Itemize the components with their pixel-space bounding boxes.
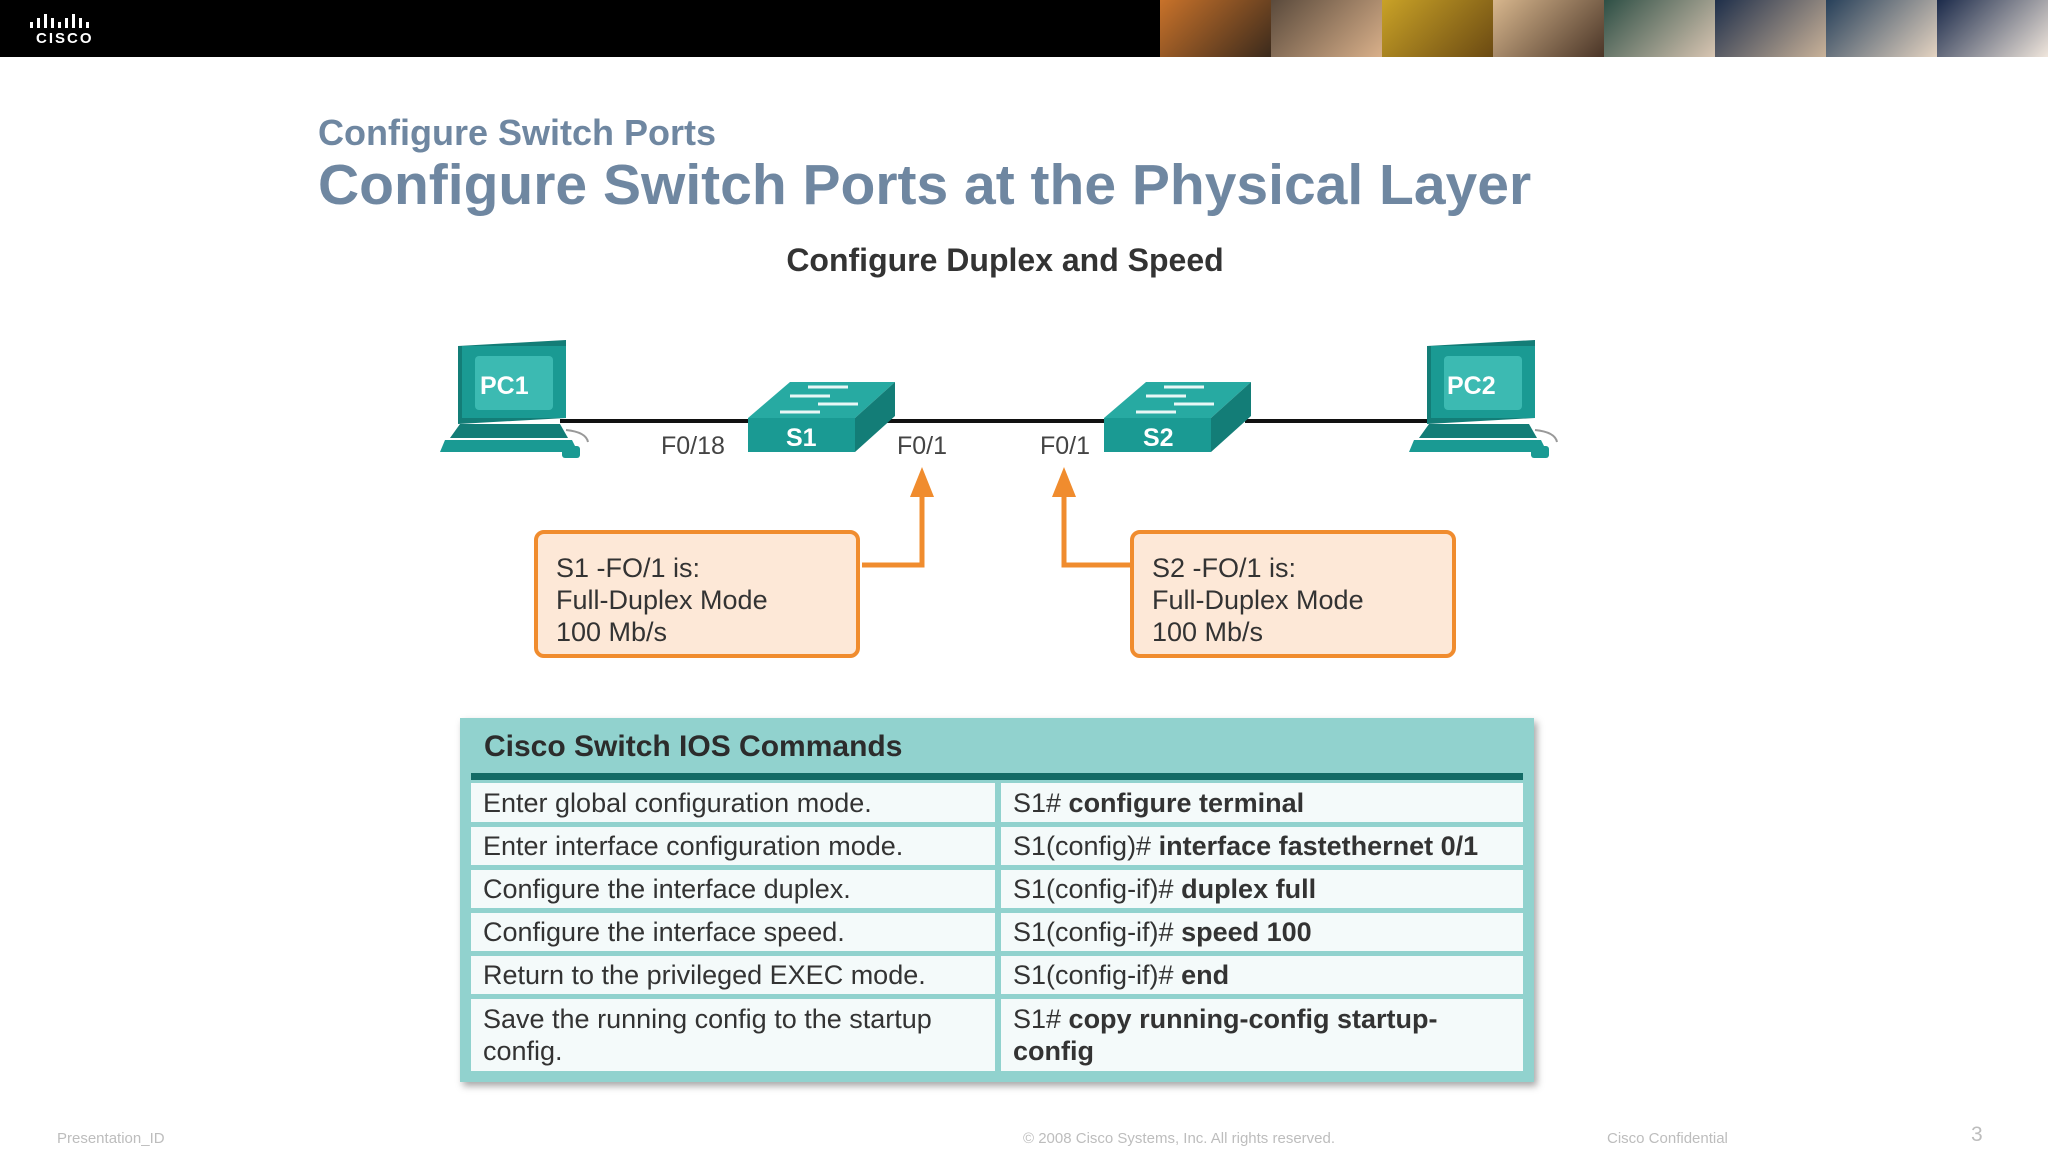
command-text: configure terminal	[1068, 787, 1305, 818]
table-heading: Cisco Switch IOS Commands	[484, 730, 903, 763]
command-prompt: S1#	[1013, 787, 1069, 818]
switch-s2-icon	[1104, 382, 1251, 452]
row-description: Save the running config to the startup c…	[471, 999, 995, 1071]
table-row: Configure the interface duplex. S1(confi…	[471, 870, 1523, 908]
pc1-label: PC1	[480, 372, 529, 400]
row-description: Enter global configuration mode.	[471, 783, 995, 822]
command-text: end	[1181, 960, 1230, 990]
table-row: Enter interface configuration mode. S1(c…	[471, 827, 1523, 865]
footer-confidential: Cisco Confidential	[1607, 1130, 1728, 1147]
callout-s1-line: Full-Duplex Mode	[556, 585, 768, 615]
command-text: copy running-config startup-config	[1013, 1004, 1438, 1066]
cisco-logo-text: CISCO	[36, 30, 94, 47]
cisco-logo-icon	[30, 14, 89, 28]
port-label-s1-f018: F0/18	[661, 432, 725, 460]
callout-s2-line: S2 -FO/1 is:	[1152, 553, 1297, 583]
table-row: Configure the interface speed. S1(config…	[471, 913, 1523, 951]
command-text: speed 100	[1181, 917, 1312, 947]
command-text: interface fastethernet 0/1	[1158, 831, 1479, 861]
banner-photo	[1715, 0, 1826, 57]
table-row: Enter global configuration mode. S1# con…	[471, 783, 1523, 822]
row-description: Configure the interface speed.	[471, 913, 995, 951]
table-row: Return to the privileged EXEC mode. S1(c…	[471, 956, 1523, 994]
row-description: Return to the privileged EXEC mode.	[471, 956, 995, 994]
footer-copyright: © 2008 Cisco Systems, Inc. All rights re…	[1023, 1130, 1336, 1147]
pc2-label: PC2	[1447, 372, 1496, 400]
banner-photo	[1382, 0, 1493, 57]
arrow-s1-callout	[862, 492, 925, 568]
table-body: Enter global configuration mode. S1# con…	[471, 783, 1523, 1076]
row-command-cell: S1(config-if)# end	[1001, 956, 1523, 994]
callout-s1-line: S1 -FO/1 is:	[556, 553, 701, 583]
row-description: Enter interface configuration mode.	[471, 827, 995, 865]
callout-s2-line: Full-Duplex Mode	[1152, 585, 1364, 615]
command-prompt: S1(config-if)#	[1013, 874, 1182, 904]
command-prompt: S1#	[1013, 1004, 1069, 1034]
row-command-cell: S1# copy running-config startup-config	[1001, 999, 1523, 1071]
pc1-icon	[440, 340, 589, 458]
callout-s1-line: 100 Mb/s	[556, 617, 668, 647]
row-command-cell: S1# configure terminal	[1001, 783, 1523, 822]
command-prompt: S1(config-if)#	[1013, 960, 1182, 990]
command-prompt: S1(config)#	[1013, 831, 1159, 861]
banner-photo-strip	[1160, 0, 2048, 57]
callout-s2: S2 -FO/1 is: Full-Duplex Mode 100 Mb/s	[1130, 530, 1456, 658]
banner-photo	[1937, 0, 2048, 57]
callout-s1: S1 -FO/1 is: Full-Duplex Mode 100 Mb/s	[534, 530, 860, 658]
figure-title: Configure Duplex and Speed	[786, 242, 1224, 278]
arrowhead-s1	[910, 467, 934, 497]
switch-s2-label: S2	[1143, 424, 1174, 452]
banner-photo	[1493, 0, 1604, 57]
port-label-s2-f01: F0/1	[1040, 432, 1090, 460]
arrowhead-s2	[1052, 467, 1076, 497]
table-row: Save the running config to the startup c…	[471, 999, 1523, 1071]
port-label-s1-f01: F0/1	[897, 432, 947, 460]
callout-s2-line: 100 Mb/s	[1152, 617, 1264, 647]
banner-photo	[1826, 0, 1937, 57]
pc2-icon	[1409, 340, 1558, 458]
top-banner: CISCO	[0, 0, 2048, 57]
row-command-cell: S1(config)# interface fastethernet 0/1	[1001, 827, 1523, 865]
switch-s1-icon	[748, 382, 895, 452]
banner-photo	[1160, 0, 1271, 57]
page-number: 3	[1971, 1123, 1983, 1146]
table-divider	[471, 773, 1523, 780]
banner-photo	[1271, 0, 1382, 57]
arrow-s2-callout	[1061, 492, 1130, 568]
ios-commands-table: Cisco Switch IOS Commands Enter global c…	[460, 718, 1534, 1082]
row-command-cell: S1(config-if)# duplex full	[1001, 870, 1523, 908]
row-description: Configure the interface duplex.	[471, 870, 995, 908]
command-text: duplex full	[1181, 874, 1317, 904]
banner-photo	[1604, 0, 1715, 57]
row-command-cell: S1(config-if)# speed 100	[1001, 913, 1523, 951]
slide-subtitle: Configure Switch Ports	[318, 112, 717, 153]
command-prompt: S1(config-if)#	[1013, 917, 1182, 947]
slide-title: Configure Switch Ports at the Physical L…	[318, 153, 1532, 217]
switch-s1-label: S1	[786, 424, 817, 452]
footer-presentation-id: Presentation_ID	[57, 1130, 165, 1147]
